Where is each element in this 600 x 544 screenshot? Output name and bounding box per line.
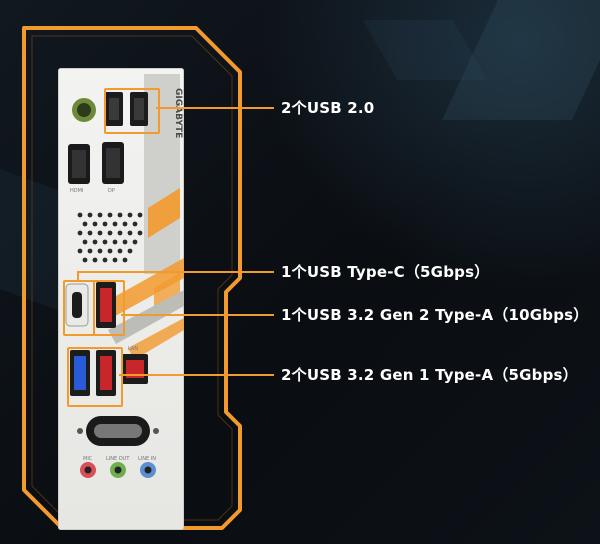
usb32g2-leader bbox=[121, 314, 274, 316]
hdmi-label: HDMI bbox=[70, 188, 84, 194]
lan-label: LAN bbox=[128, 346, 139, 352]
callout-usb20: 2个USB 2.0 bbox=[281, 99, 375, 117]
callout-usb32g2: 1个USB 3.2 Gen 2 Type-A（10Gbps） bbox=[281, 306, 589, 324]
usb32g1-highlight bbox=[67, 347, 123, 407]
usb32g1-leader bbox=[119, 374, 274, 376]
svg-text:GIGABYTE: GIGABYTE bbox=[173, 88, 183, 138]
mic-label: MIC bbox=[83, 456, 93, 462]
line-out-label: LINE OUT bbox=[106, 456, 130, 462]
callout-typec: 1个USB Type-C（5Gbps） bbox=[281, 263, 490, 281]
usb20-leader bbox=[156, 107, 274, 109]
typec-leader bbox=[77, 271, 274, 273]
callout-usb32g1: 2个USB 3.2 Gen 1 Type-A（5Gbps） bbox=[281, 366, 578, 384]
io-shield: GIGABYTE HDMI DP LAN MIC LINE OUT LINE I… bbox=[58, 68, 184, 530]
typec-leader-drop bbox=[77, 271, 79, 281]
usb20-highlight bbox=[104, 88, 160, 134]
line-in-label: LINE IN bbox=[138, 456, 156, 462]
dp-label: DP bbox=[108, 188, 115, 194]
typec-highlight bbox=[63, 280, 95, 336]
usb32g2-highlight bbox=[93, 280, 125, 336]
